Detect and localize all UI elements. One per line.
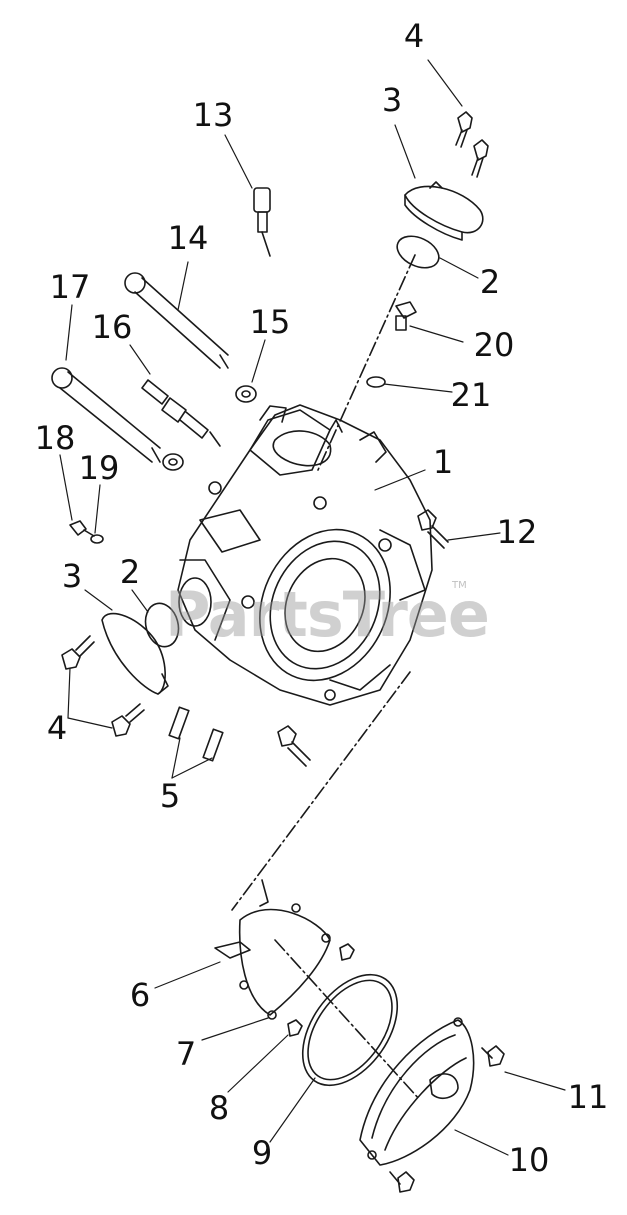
- callout-2-left: 2: [119, 553, 141, 591]
- screw-part-8: [288, 944, 354, 1036]
- screw-center-bottom: [278, 726, 310, 766]
- callout-19: 19: [78, 449, 120, 487]
- callout-9: 9: [251, 1134, 273, 1172]
- gasket-part-7: [240, 904, 330, 1019]
- bolt-part-14: [125, 273, 228, 368]
- callout-4-left: 4: [46, 709, 68, 747]
- washer-part-21: [367, 377, 385, 387]
- bracket-part-6: [215, 880, 268, 958]
- washer-part-19: [91, 535, 103, 543]
- centerline-upper: [318, 255, 415, 470]
- oring-part-2-top: [392, 230, 444, 274]
- oring-part-2-left: [141, 600, 183, 651]
- screw-part-4-top: [456, 112, 488, 177]
- washer-part-15: [236, 386, 256, 402]
- callout-14: 14: [167, 219, 209, 257]
- screw-part-18: [70, 521, 94, 536]
- callout-1: 1: [432, 443, 454, 481]
- watermark-logo: PartsTree: [165, 578, 490, 651]
- callout-21: 21: [450, 376, 492, 414]
- callout-3-left: 3: [61, 557, 83, 595]
- housing-part-10: [360, 1018, 474, 1165]
- plug-part-20: [396, 302, 416, 330]
- studs-part-5: [169, 707, 223, 761]
- callout-6: 6: [129, 976, 151, 1014]
- screw-part-12: [418, 510, 448, 548]
- callout-8: 8: [208, 1089, 230, 1127]
- bolt-part-17: [52, 368, 160, 462]
- watermark-trademark: TM: [452, 580, 467, 591]
- callout-18: 18: [34, 419, 76, 457]
- cap-part-3-top: [405, 182, 483, 240]
- washer-part-17: [163, 454, 183, 470]
- screw-bottom: [390, 1172, 414, 1192]
- callout-2-top: 2: [479, 263, 501, 301]
- callout-17: 17: [49, 268, 91, 306]
- callout-13: 13: [192, 96, 234, 134]
- sensor-part-13: [254, 188, 270, 256]
- callout-10: 10: [508, 1141, 550, 1179]
- oring-part-9: [283, 957, 416, 1102]
- centerline-housing: [275, 940, 420, 1100]
- callout-5: 5: [159, 777, 181, 815]
- centerline-lower: [232, 672, 410, 910]
- screw-part-11: [482, 1046, 504, 1066]
- cylinder-head-part-1: [178, 405, 432, 705]
- callout-12: 12: [496, 513, 538, 551]
- screw-part-4-left: [62, 636, 144, 736]
- callout-7: 7: [175, 1035, 197, 1073]
- cap-part-3-left: [102, 614, 168, 694]
- callout-16: 16: [91, 308, 133, 346]
- plug-part-16: [142, 380, 220, 446]
- callout-15: 15: [249, 303, 291, 341]
- leader-lines: [60, 60, 565, 1155]
- callout-4-top: 4: [403, 17, 425, 55]
- callout-11: 11: [567, 1078, 609, 1116]
- callout-20: 20: [473, 326, 515, 364]
- callout-3-top: 3: [381, 81, 403, 119]
